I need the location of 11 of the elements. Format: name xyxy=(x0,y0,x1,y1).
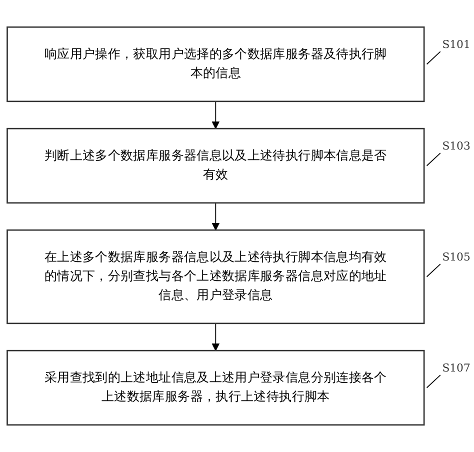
node-box: 采用查找到的上述地址信息及上述用户登录信息分别连接各个上述数据库服务器，执行上述待执行脚本 xyxy=(6,350,425,426)
arrow xyxy=(212,100,220,129)
step-number-tag: S105 xyxy=(426,250,470,278)
node-box: 判断上述多个数据库服务器信息以及上述待执行脚本信息是否有效 xyxy=(6,128,425,204)
step-number-tag: S103 xyxy=(426,139,470,166)
node-box: 在上述多个数据库服务器信息以及上述待执行脚本信息均有效的情况下，分别查找与各个上述数据库服务器信息对应的地址信息、用户登录信息 xyxy=(6,229,425,324)
arrow xyxy=(212,202,220,230)
step-number-tag: S107 xyxy=(426,361,470,388)
arrow xyxy=(212,322,220,351)
node-box: 响应用户操作，获取用户选择的多个数据库服务器及待执行脚本的信息 xyxy=(6,26,425,102)
step-number-tag: S101 xyxy=(426,38,470,65)
